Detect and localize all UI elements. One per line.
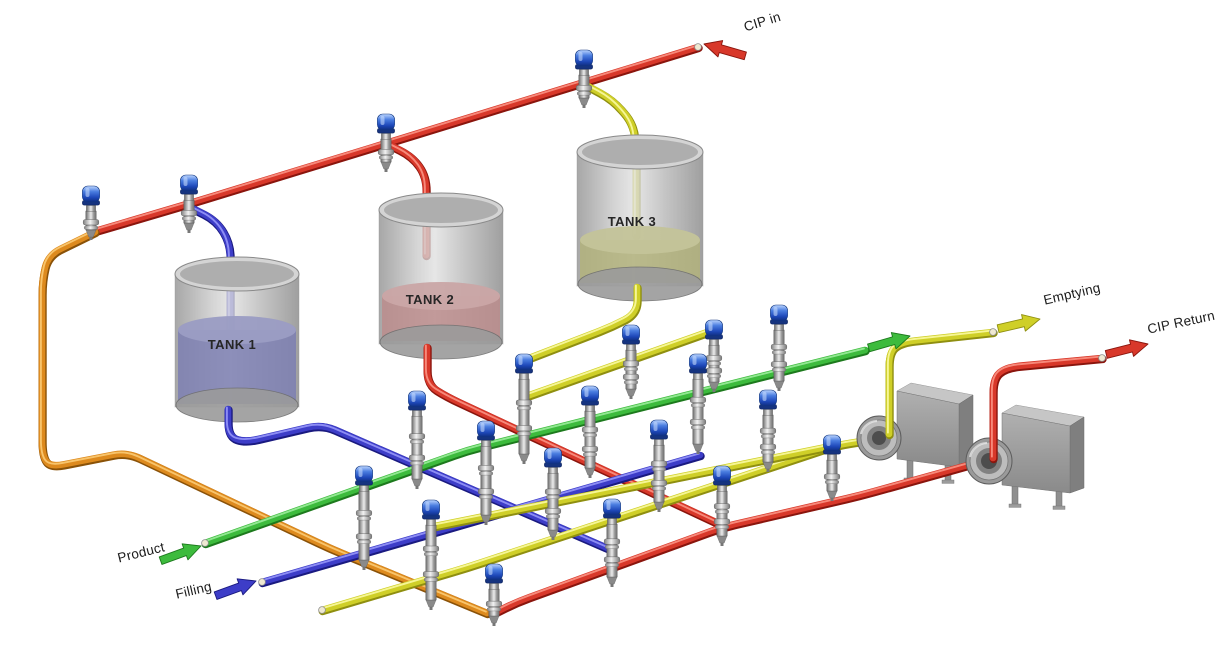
mixproof-valve [377, 113, 395, 172]
pipe-tank1-outlet-blue [224, 405, 617, 556]
flow-arrow-cip-return [1104, 339, 1149, 359]
mixproof-valve [82, 185, 100, 240]
tank3-label: TANK 3 [607, 214, 657, 229]
tank-2 [378, 192, 504, 360]
tank2-label: TANK 2 [405, 292, 455, 307]
pipe-emptying-matrix-1 [318, 436, 873, 616]
flow-arrow-product-out [867, 332, 911, 353]
mixproof-valve [544, 447, 562, 540]
mixproof-valve [408, 390, 426, 489]
pipe-tank2-outlet-red [423, 343, 727, 531]
mixproof-valve [485, 563, 503, 626]
pipe-open-end [694, 43, 702, 51]
mixproof-valve [650, 419, 668, 512]
mixproof-valve [823, 434, 841, 501]
mixproof-valve [422, 499, 440, 610]
pipe-open-end [1098, 354, 1106, 362]
mixproof-valve [581, 385, 599, 478]
pipe-tank3-outlet-yellow [520, 283, 642, 366]
pipe-open-end [201, 539, 209, 547]
mixproof-valve [705, 319, 723, 392]
flow-arrow-filling [213, 578, 257, 600]
tank1-label: TANK 1 [207, 337, 257, 352]
pipe-cip-supply-left [38, 228, 492, 619]
pump-cip-return [965, 404, 1085, 510]
pipe-open-end [258, 578, 266, 586]
mixproof-valve [759, 389, 777, 472]
pipe-open-end [989, 328, 997, 336]
mixproof-valve [689, 353, 707, 454]
pipe-open-end [318, 606, 326, 614]
tank-1 [174, 256, 300, 423]
mixproof-valve [355, 465, 373, 570]
mixproof-valve [477, 420, 495, 525]
pipe-cip-to-tank2 [382, 139, 431, 261]
pipe-fill-to-tank1 [186, 203, 235, 336]
mixproof-valve [575, 49, 593, 108]
flow-arrow-cip-in [703, 40, 747, 61]
mixproof-valve [603, 498, 621, 587]
flow-arrow-emptying [996, 314, 1041, 334]
pipe-cip-return-riser [989, 354, 1107, 464]
mixproof-valve [770, 304, 788, 391]
mixproof-valve [622, 324, 640, 399]
tank-3 [576, 134, 704, 302]
mixproof-valve [180, 174, 198, 233]
flow-arrow-product [158, 543, 202, 565]
mixproof-valve [515, 353, 533, 464]
mixproof-valve [713, 465, 731, 546]
pipe-matrix-yellow-upper [520, 326, 718, 403]
